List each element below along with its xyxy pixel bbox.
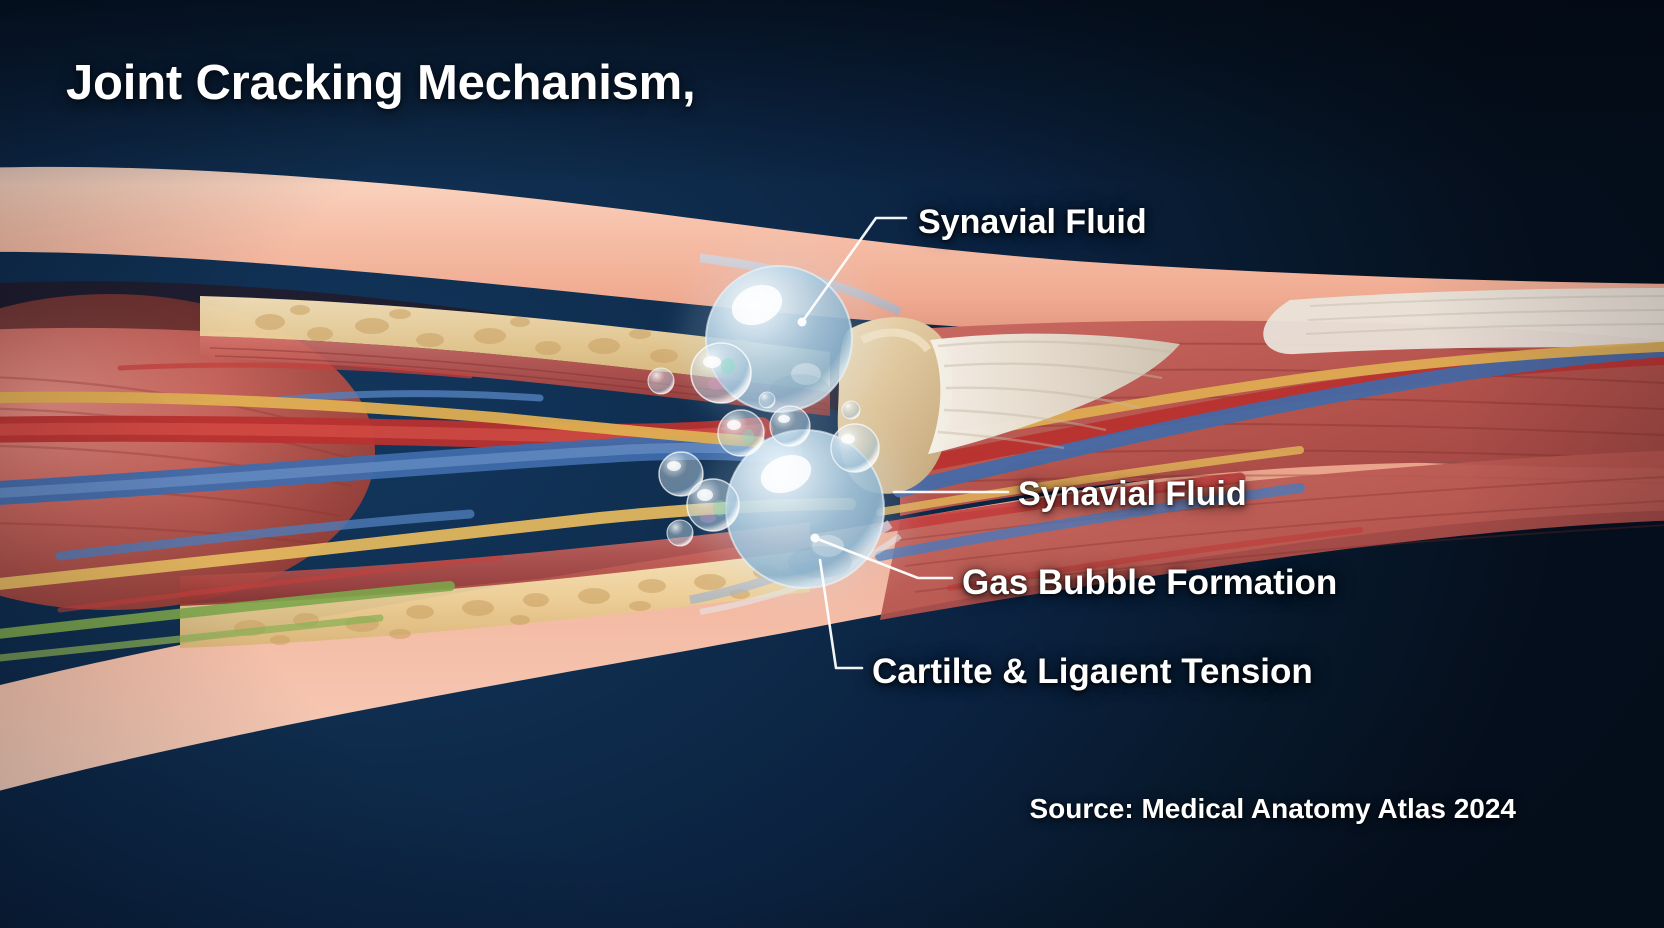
source-attribution: Source: Medical Anatomy Atlas 2024 <box>1029 793 1516 824</box>
page-title: Joint Cracking Mechanism, <box>66 56 696 110</box>
callout-label-gas-bubble-formation: Gas Bubble Formation <box>962 563 1338 602</box>
callout-label-cartilage-ligament-tension: Cartilte & Ligaıent Tension <box>872 652 1313 691</box>
callout-label-synovial-fluid-upper: Synavial Fluid <box>918 203 1147 241</box>
callout-label-synovial-fluid-lower: Synavial Fluid <box>1018 475 1247 513</box>
